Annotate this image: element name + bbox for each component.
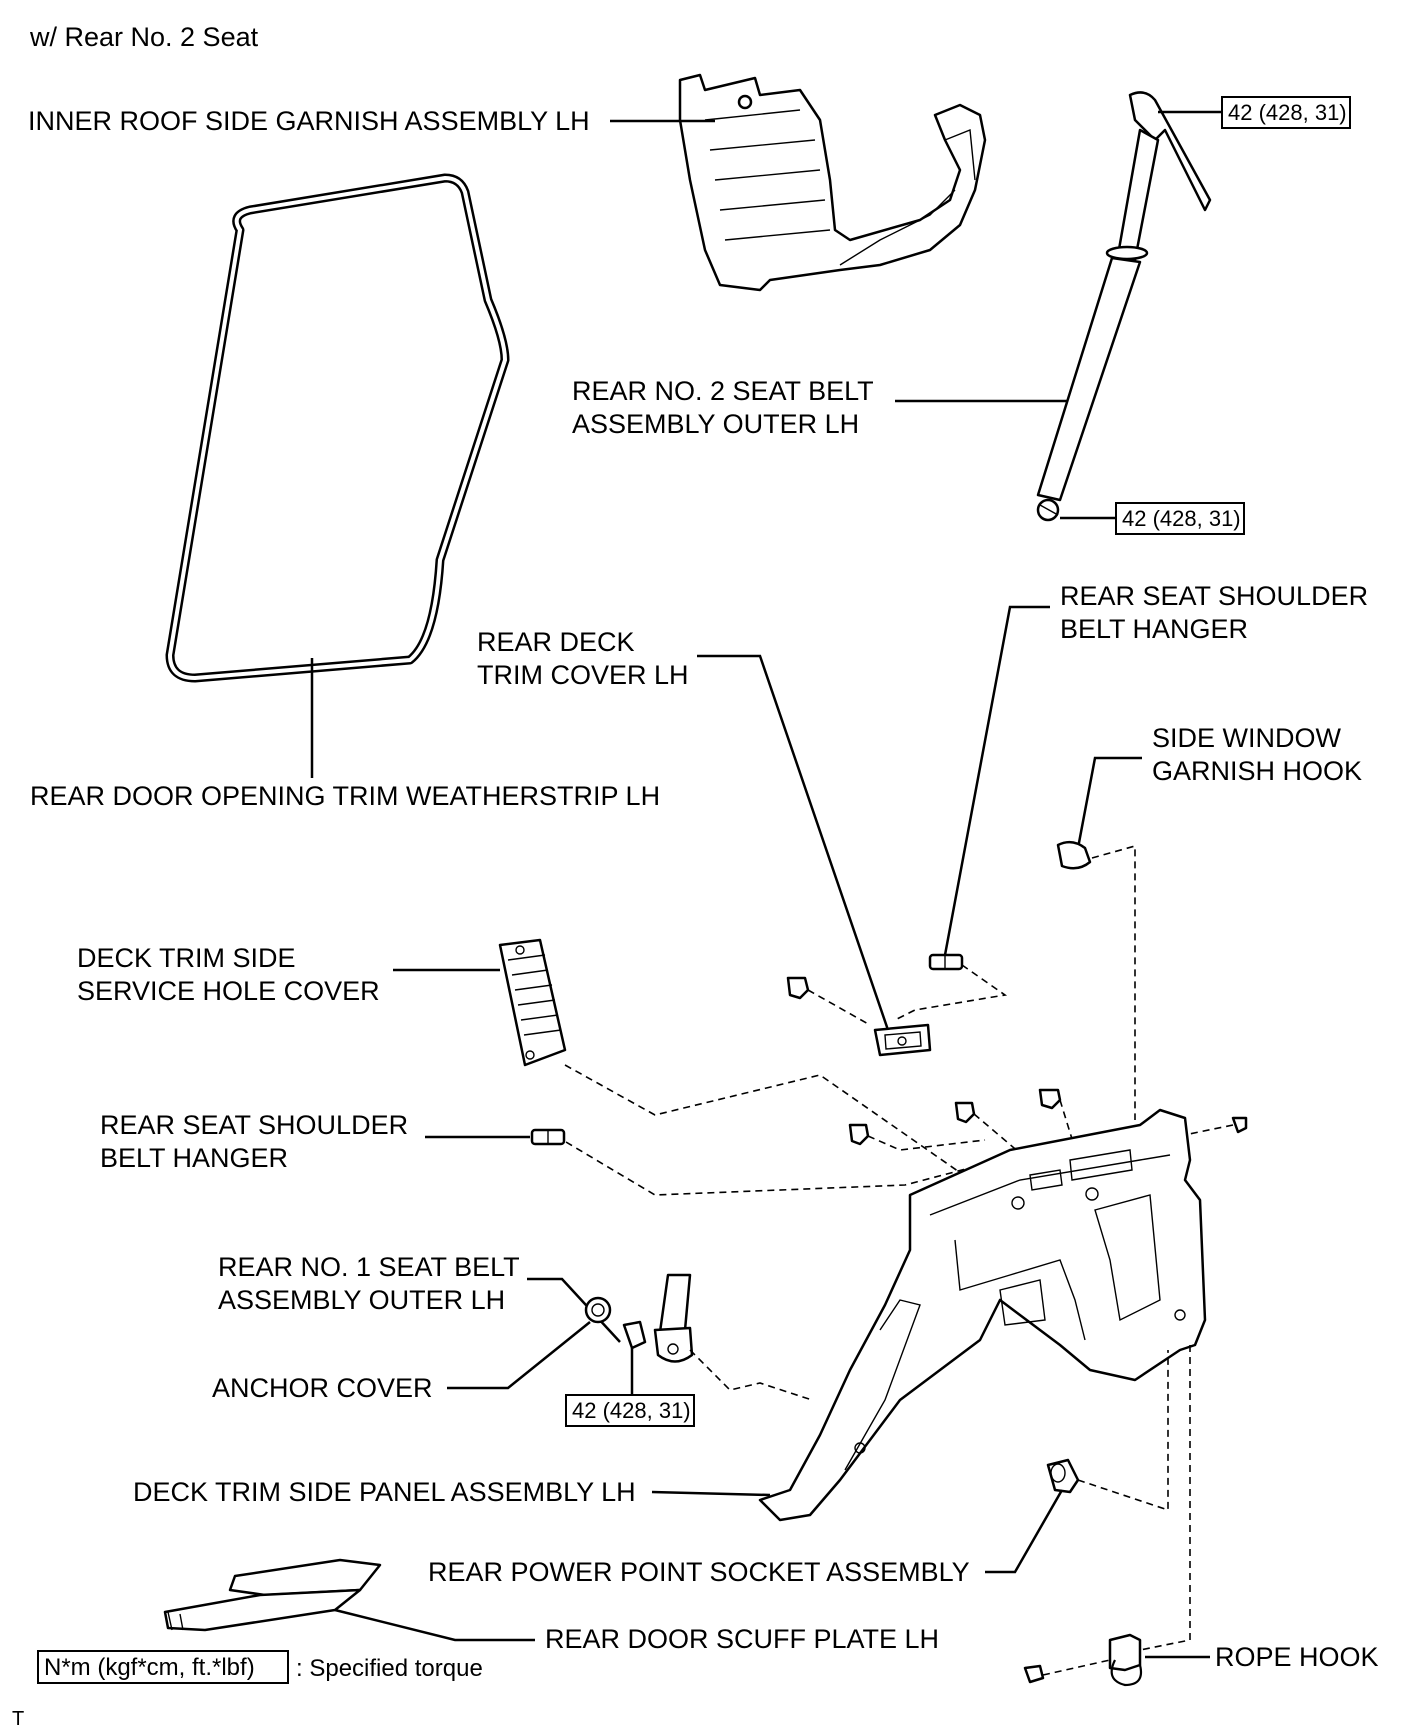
anchor-cover-part (584, 1296, 612, 1324)
label-shoulder-hanger-lower-line1: REAR SEAT SHOULDER (100, 1110, 408, 1140)
rear-no2-seat-belt-part (1036, 91, 1212, 522)
label-power-socket: REAR POWER POINT SOCKET ASSEMBLY (428, 1557, 970, 1587)
torque-box-belt-no2-lower (1115, 502, 1245, 535)
rope-hook-part (1023, 1633, 1143, 1687)
label-seat-belt-no1-line1: REAR NO. 1 SEAT BELT (218, 1252, 520, 1282)
label-service-hole-cover-line2: SERVICE HOLE COVER (77, 976, 380, 1006)
leader-shoulder-hanger-upper (943, 605, 1050, 956)
label-deck-trim-cover-line2: TRIM COVER LH (477, 660, 689, 690)
torque-box-belt-no2-upper (1221, 96, 1351, 129)
service-hole-cover-part (498, 938, 567, 1067)
label-weatherstrip: REAR DOOR OPENING TRIM WEATHERSTRIP LH (30, 781, 660, 811)
label-seat-belt-no2-line2: ASSEMBLY OUTER LH (572, 409, 859, 439)
scuff-plate-part (163, 1558, 382, 1632)
leader-side-window-hook (1076, 756, 1142, 849)
torque-box-belt-no1 (565, 1394, 695, 1427)
power-socket-part (1046, 1458, 1080, 1494)
legend-description: : Specified torque (296, 1655, 483, 1682)
label-shoulder-hanger-upper-line1: REAR SEAT SHOULDER (1060, 581, 1368, 611)
leader-deck-trim-cover (697, 654, 890, 1031)
legend-unit: N*m (kgf*cm, ft.*lbf) (44, 1654, 255, 1681)
inner-roof-side-garnish-part (678, 73, 987, 292)
label-inner-roof-garnish: INNER ROOF SIDE GARNISH ASSEMBLY LH (28, 106, 590, 136)
label-side-window-hook-line2: GARNISH HOOK (1152, 756, 1362, 786)
label-anchor-cover: ANCHOR COVER (212, 1373, 433, 1403)
label-seat-belt-no1-line2: ASSEMBLY OUTER LH (218, 1285, 505, 1315)
legend-unit-box (37, 1650, 289, 1684)
label-side-panel: DECK TRIM SIDE PANEL ASSEMBLY LH (133, 1477, 636, 1507)
label-shoulder-hanger-upper-line2: BELT HANGER (1060, 614, 1248, 644)
torque-belt-no2-lower: 42 (428, 31) (1122, 506, 1241, 531)
variant-header: w/ Rear No. 2 Seat (29, 22, 259, 52)
leader-anchor-cover (447, 1321, 591, 1390)
label-shoulder-hanger-lower-line2: BELT HANGER (100, 1143, 288, 1173)
label-deck-trim-cover-line1: REAR DECK (477, 627, 635, 657)
leader-scuff-plate (334, 1608, 535, 1642)
shoulder-hanger-lower-part (530, 1128, 566, 1146)
side-window-hook-part (1056, 840, 1092, 870)
deck-trim-cover-part (873, 1023, 932, 1057)
leader-power-socket (985, 1489, 1064, 1574)
label-service-hole-cover-line1: DECK TRIM SIDE (77, 943, 296, 973)
label-rope-hook: ROPE HOOK (1215, 1642, 1379, 1672)
clip-parts (786, 976, 1248, 1146)
label-side-window-hook-line1: SIDE WINDOW (1152, 723, 1342, 753)
label-seat-belt-no2-line1: REAR NO. 2 SEAT BELT (572, 376, 874, 406)
torque-belt-no2-upper: 42 (428, 31) (1228, 100, 1347, 125)
torque-belt-no1: 42 (428, 31) (572, 1398, 691, 1423)
leader-side-panel (651, 1490, 771, 1497)
rear-no1-seat-belt-part (653, 1273, 694, 1363)
weatherstrip-part (165, 173, 510, 683)
deck-trim-side-panel-part (758, 1108, 1207, 1522)
shoulder-hanger-upper-part (928, 953, 964, 971)
anchor-bolt-part (622, 1320, 647, 1350)
label-scuff-plate: REAR DOOR SCUFF PLATE LH (545, 1624, 939, 1654)
footer-code: T (12, 1708, 24, 1730)
